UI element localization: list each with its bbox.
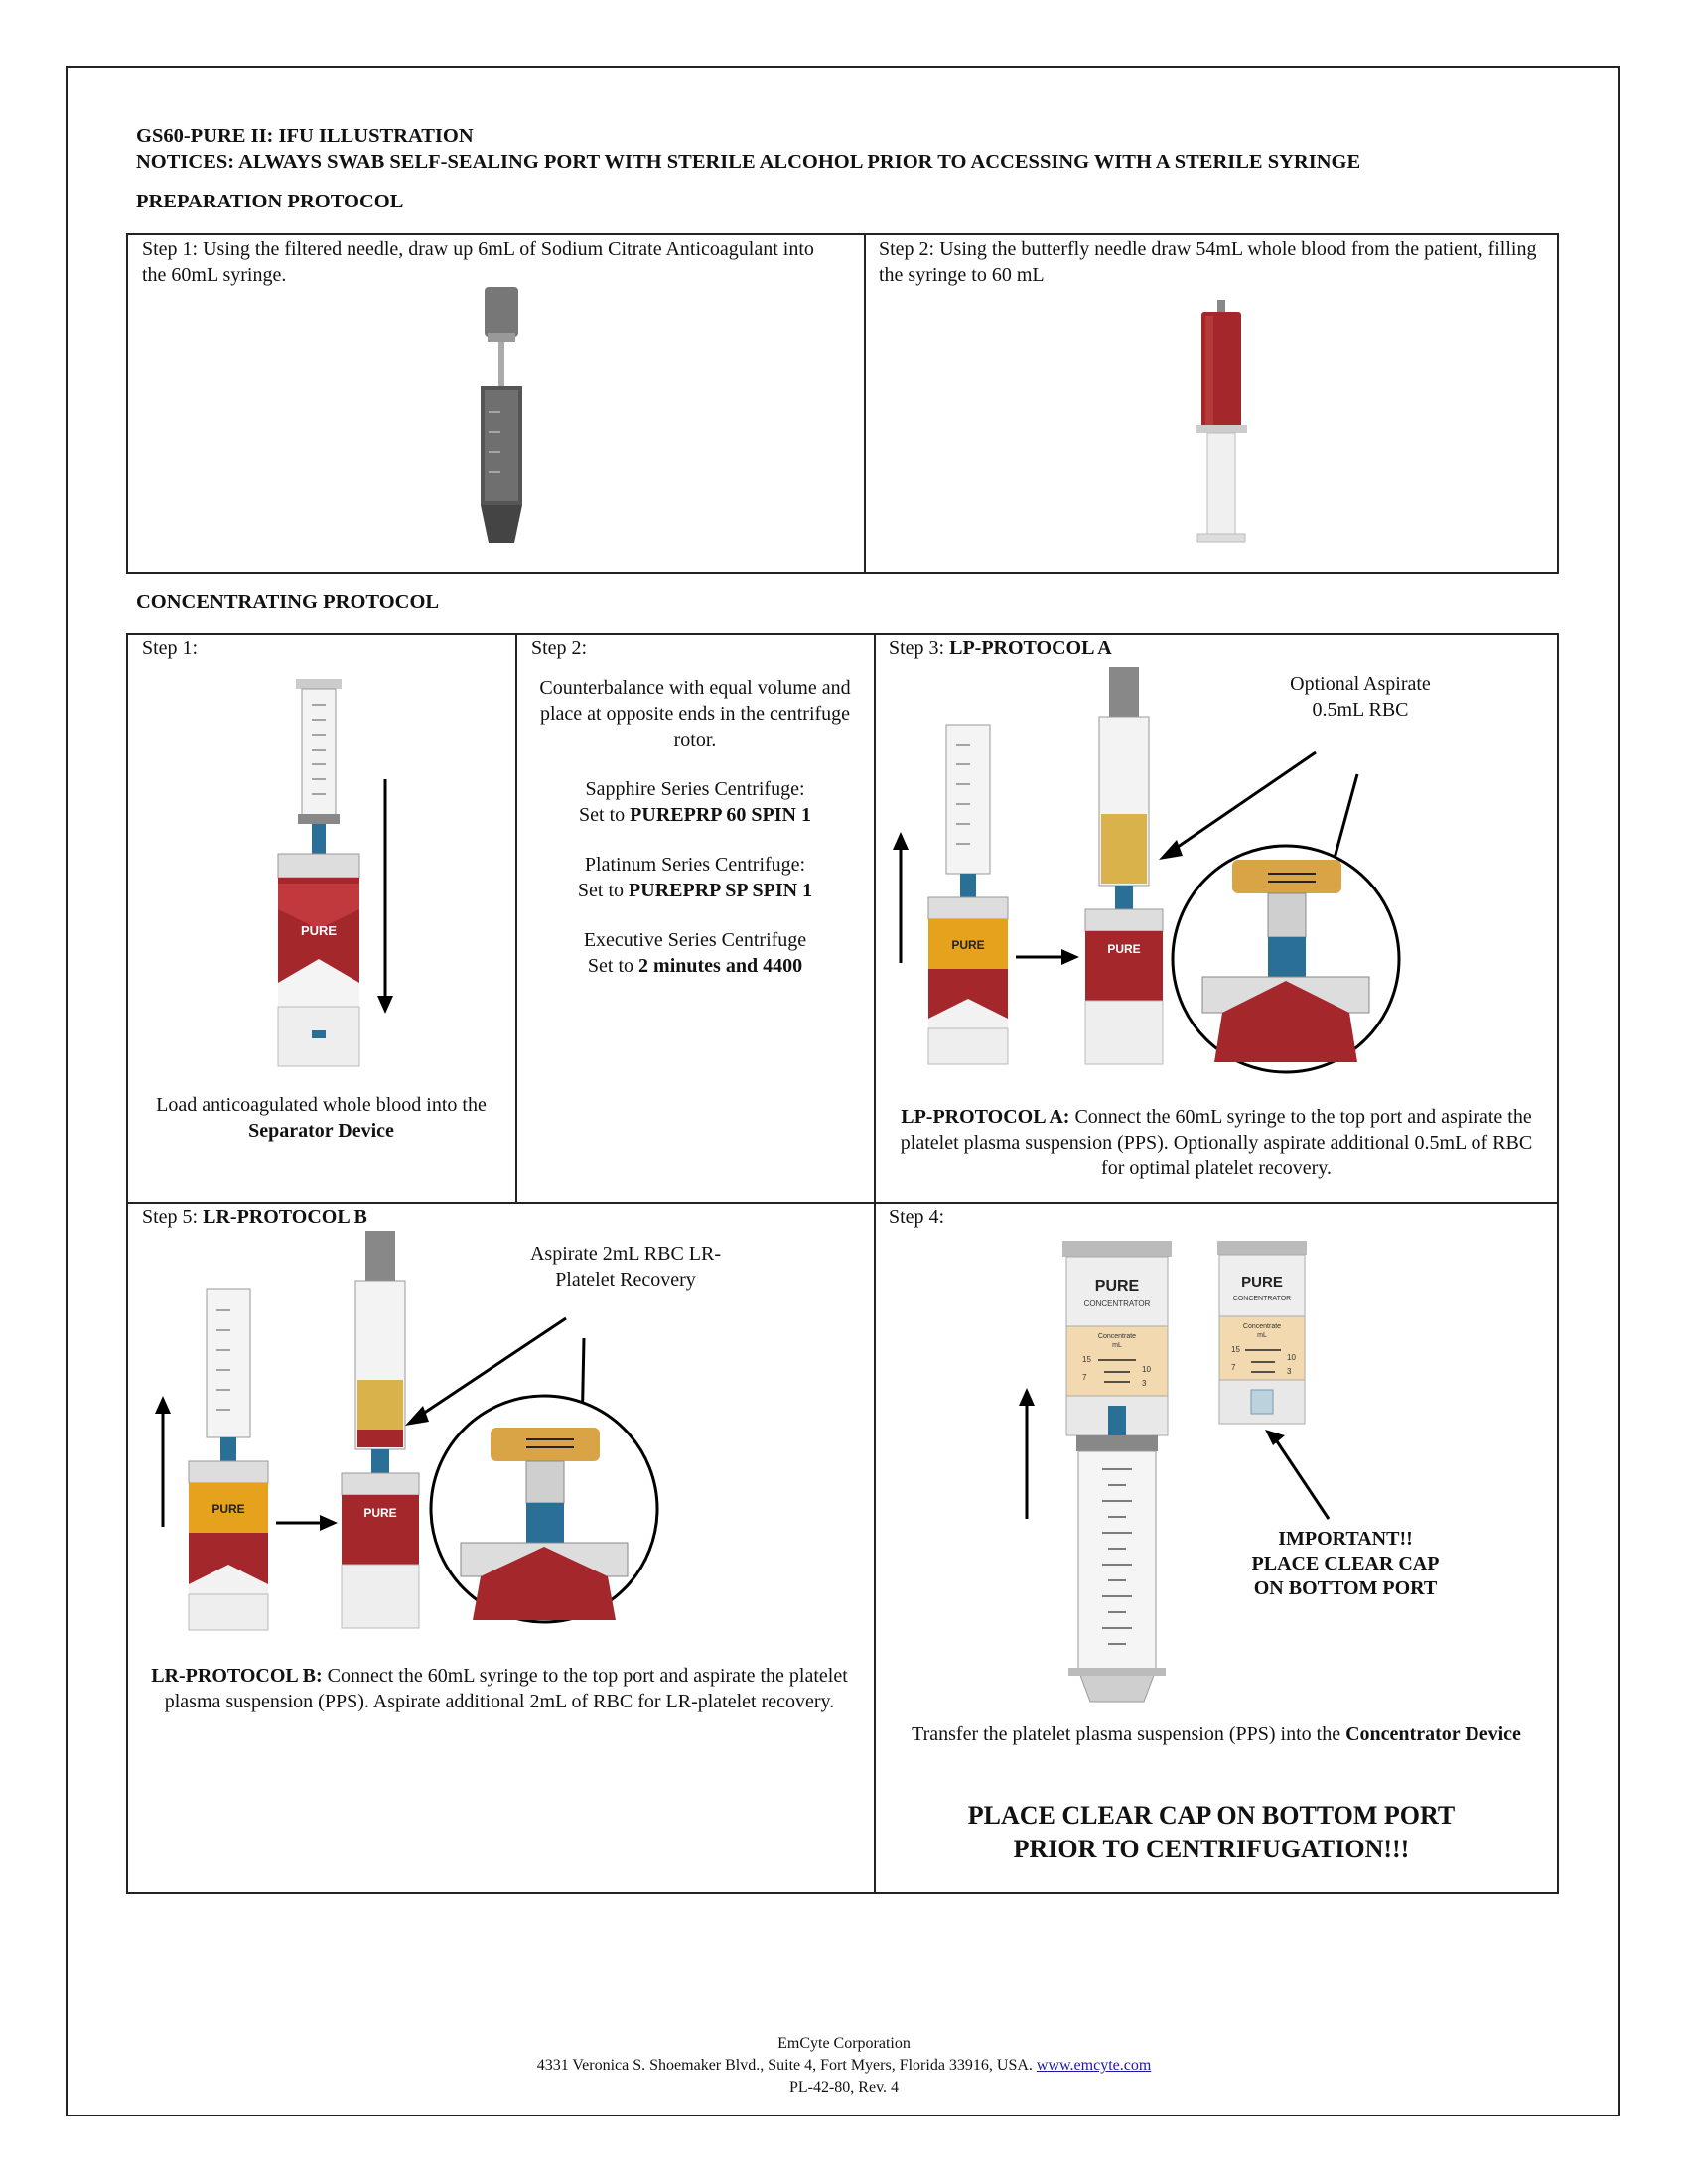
svg-text:10: 10 (1142, 1365, 1151, 1374)
preparation-divider (864, 233, 866, 574)
concentrating-table (126, 633, 1559, 1894)
document-title: GS60-PURE II: IFU ILLUSTRATION (136, 125, 474, 147)
svg-text:PURE: PURE (211, 1502, 244, 1516)
concentrator-transfer-illustration: PURE CONCENTRATOR Concentrate mL 15 7 10… (1019, 1241, 1331, 1703)
svg-text:10: 10 (1287, 1353, 1296, 1362)
prep-step2-text: Step 2: Using the butterfly needle draw … (879, 238, 1537, 286)
company-website-link[interactable]: www.emcyte.com (1036, 2057, 1152, 2074)
svg-text:CONCENTRATOR: CONCENTRATOR (1233, 1296, 1291, 1302)
footer-doc-id: PL-42-80, Rev. 4 (788, 2079, 900, 2096)
svg-text:CONCENTRATOR: CONCENTRATOR (1084, 1299, 1151, 1308)
svg-text:3: 3 (1142, 1379, 1147, 1388)
svg-text:Concentrate: Concentrate (1243, 1323, 1281, 1330)
conc-step3-label: Step 3: LP-PROTOCOL A (889, 637, 1112, 659)
svg-text:7: 7 (1082, 1373, 1087, 1382)
important-cap-callout: IMPORTANT!! PLACE CLEAR CAP ON BOTTOM PO… (1251, 1528, 1440, 1599)
conc-step5-label: Step 5: LR-PROTOCOL B (142, 1206, 367, 1228)
conc-step4-label: Step 4: (889, 1206, 945, 1228)
svg-text:PURE: PURE (951, 938, 984, 952)
svg-text:15: 15 (1082, 1355, 1091, 1364)
page-border (66, 66, 1620, 2116)
lp-protocol-illustration: PURE PURE (893, 667, 1401, 1074)
footer-address: 4331 Veronica S. Shoemaker Blvd., Suite … (536, 2057, 1152, 2074)
lr-protocol-caption: LR-PROTOCOL B: Connect the 60mL syringe … (151, 1665, 848, 1712)
preparation-table (126, 233, 1559, 574)
platinum-setting: Platinum Series Centrifuge:Set to PUREPR… (577, 854, 813, 901)
blood-syringe-illustration (1196, 300, 1247, 543)
svg-text:PURE: PURE (1095, 1278, 1140, 1295)
down-arrow-icon (377, 779, 393, 1014)
conc-step4-caption: Transfer the platelet plasma suspension … (912, 1723, 1521, 1745)
svg-text:PURE: PURE (363, 1506, 396, 1520)
svg-text:mL: mL (1112, 1342, 1122, 1349)
optional-aspirate-callout: Optional Aspirate 0.5mL RBC (1290, 673, 1431, 721)
svg-text:mL: mL (1257, 1332, 1267, 1339)
lp-protocol-caption: LP-PROTOCOL A: Connect the 60mL syringe … (900, 1106, 1533, 1179)
footer-company: EmCyte Corporation (777, 2035, 911, 2052)
concentrating-heading: CONCENTRATING PROTOCOL (136, 591, 440, 613)
vial-and-syringe-illustration (481, 287, 522, 543)
svg-text:3: 3 (1287, 1367, 1292, 1376)
counterbalance-text: Counterbalance with equal volume and pla… (539, 677, 851, 751)
sapphire-setting: Sapphire Series Centrifuge:Set to PUREPR… (579, 778, 811, 826)
svg-text:7: 7 (1231, 1363, 1236, 1372)
centrifugation-warning: PLACE CLEAR CAP ON BOTTOM PORT PRIOR TO … (967, 1801, 1456, 1863)
svg-text:Concentrate: Concentrate (1098, 1333, 1136, 1340)
svg-text:PURE: PURE (1241, 1274, 1283, 1291)
svg-text:15: 15 (1231, 1345, 1240, 1354)
footer: EmCyte Corporation 4331 Veronica S. Shoe… (0, 2033, 1688, 2099)
aspirate-rbc-callout: Aspirate 2mL RBC LR-Platelet Recovery (529, 1243, 722, 1291)
lr-protocol-illustration: PURE PURE (155, 1231, 659, 1631)
preparation-heading: PREPARATION PROTOCOL (136, 191, 404, 212)
svg-text:PURE: PURE (301, 923, 337, 938)
notice-text: NOTICES: ALWAYS SWAB SELF-SEALING PORT W… (136, 151, 1361, 173)
conc-step2-label: Step 2: (531, 637, 588, 659)
svg-text:PURE: PURE (1107, 942, 1140, 956)
conc-step1-label: Step 1: (142, 637, 199, 659)
prep-step1-text: Step 1: Using the filtered needle, draw … (142, 238, 814, 286)
separator-with-syringe-illustration: PURE (277, 679, 360, 1067)
conc-step1-caption: Load anticoagulated whole blood into the… (156, 1094, 487, 1142)
